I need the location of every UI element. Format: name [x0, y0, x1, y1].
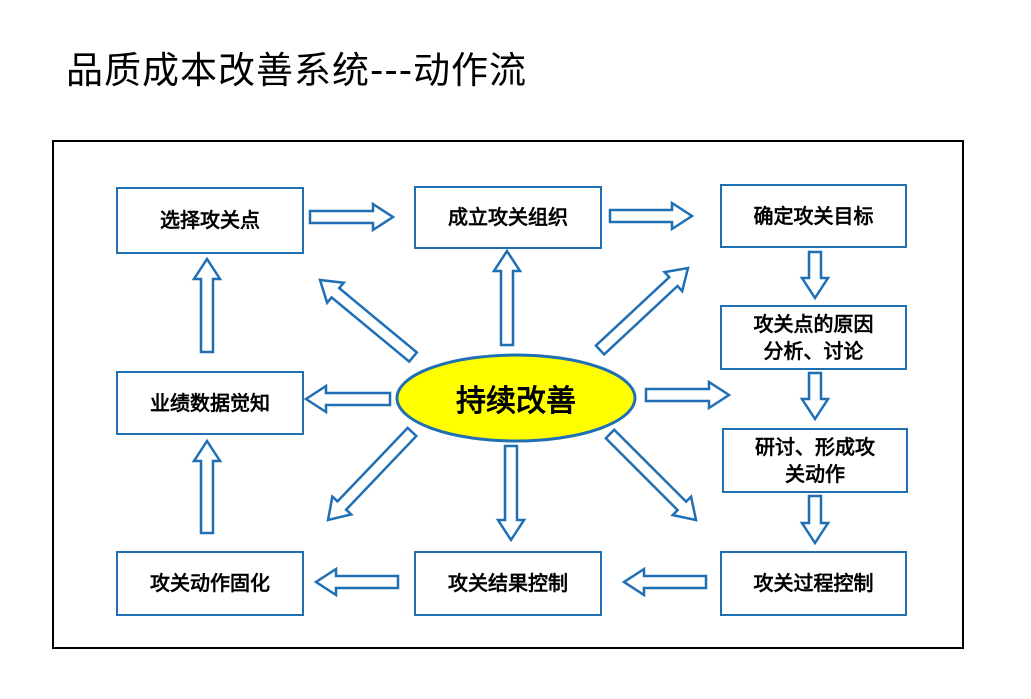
arrow-result-to-solidify [313, 566, 400, 598]
arrow-center-to-result [495, 444, 527, 543]
box-set-goal-label: 确定攻关目标 [753, 203, 874, 228]
arrow-center-to-process [604, 428, 698, 522]
arrow-discuss-to-process [799, 494, 831, 546]
box-cause-analysis: 攻关点的原因 分析、讨论 [720, 305, 907, 370]
arrow-data-to-select [191, 256, 223, 354]
arrow-center-to-goal [594, 266, 690, 357]
arrow-center-to-select [318, 278, 419, 364]
box-select-point: 选择攻关点 [116, 187, 304, 254]
arrow-solidify-to-data [191, 438, 223, 535]
box-set-goal: 确定攻关目标 [720, 184, 907, 248]
box-discuss-action-line1: 研讨、形成攻 [755, 434, 875, 459]
arrow-center-to-cause [644, 379, 732, 411]
arrow-org-to-goal [608, 200, 695, 232]
box-select-point-label: 选择攻关点 [160, 208, 260, 232]
box-result-control: 攻关结果控制 [414, 551, 602, 616]
box-process-control-label: 攻关过程控制 [753, 571, 874, 595]
center-label: 持续改善 [456, 384, 576, 419]
box-form-org: 成立攻关组织 [414, 186, 602, 249]
box-process-control: 攻关过程控制 [720, 551, 907, 616]
box-cause-analysis-line1: 攻关点的原因 [753, 311, 874, 336]
arrow-center-to-solidify [326, 426, 419, 522]
arrow-cause-to-discuss [799, 371, 831, 422]
arrow-center-to-data [303, 383, 392, 415]
box-solidify-action: 攻关动作固化 [116, 551, 304, 616]
box-form-org-label: 成立攻关组织 [448, 205, 568, 229]
box-solidify-action-label: 攻关动作固化 [150, 571, 270, 595]
box-result-control-label: 攻关结果控制 [448, 571, 568, 595]
page-title: 品质成本改善系统---动作流 [66, 49, 528, 92]
arrow-process-to-result [621, 566, 708, 598]
arrow-goal-to-cause [799, 250, 831, 301]
arrow-center-to-org [491, 248, 523, 347]
box-data-awareness-label: 业绩数据觉知 [150, 390, 270, 415]
arrow-select-to-org [308, 201, 396, 233]
box-cause-analysis-line2: 分析、讨论 [763, 338, 864, 363]
center-ellipse [395, 353, 637, 443]
box-discuss-action: 研讨、形成攻 关动作 [722, 428, 908, 493]
box-discuss-action-line2: 关动作 [785, 461, 845, 486]
box-data-awareness: 业绩数据觉知 [116, 371, 304, 435]
diagram-frame [52, 140, 964, 649]
